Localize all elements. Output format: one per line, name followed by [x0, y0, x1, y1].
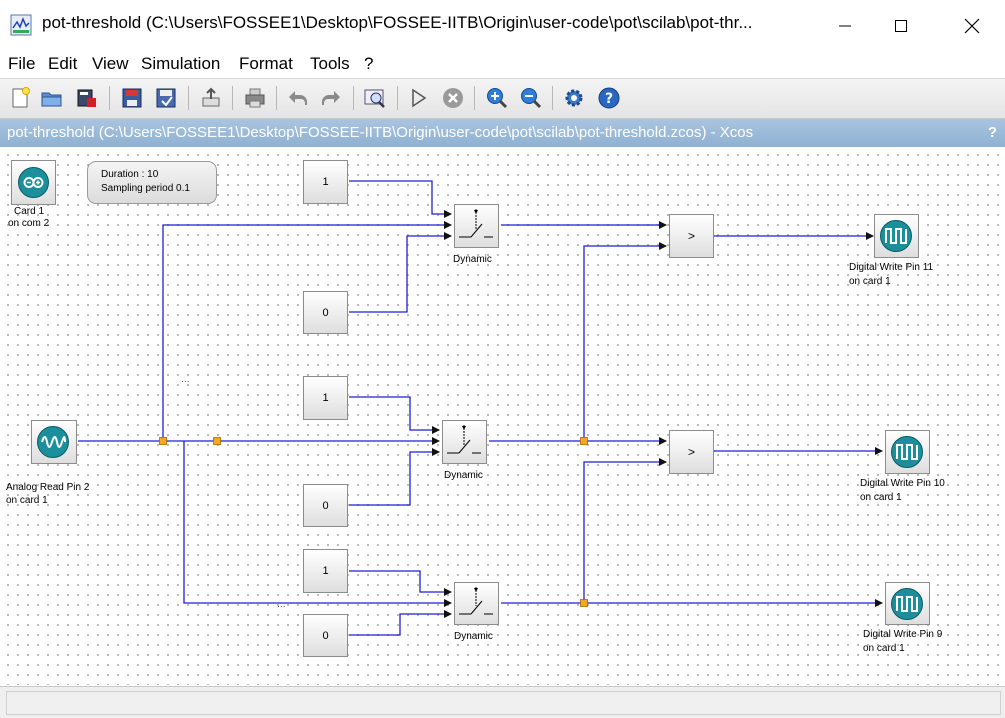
- zoom-out-icon: [521, 88, 542, 109]
- print-icon: [245, 88, 265, 108]
- zoom-in-icon: [487, 88, 508, 109]
- menu-file[interactable]: File: [8, 54, 36, 73]
- digital-pulse-icon: [891, 436, 923, 468]
- digital-write-block-pin10[interactable]: [885, 430, 930, 474]
- save-as-button[interactable]: [153, 85, 179, 111]
- sampling-period-text: Sampling period 0.1: [101, 183, 190, 194]
- constant-block[interactable]: 1: [303, 549, 348, 593]
- digital-pulse-icon: [880, 220, 912, 252]
- status-bar: [0, 686, 1005, 718]
- switch-label: Dynamic: [453, 254, 492, 265]
- setup-button[interactable]: [561, 85, 587, 111]
- minimize-icon: [839, 25, 851, 27]
- switch-label: Dynamic: [444, 470, 483, 481]
- duration-text: Duration : 10: [101, 169, 159, 180]
- constant-block[interactable]: 0: [303, 614, 348, 657]
- fit-diagram-icon: [364, 89, 385, 108]
- maximize-icon: [895, 20, 907, 32]
- switch-label: Dynamic: [454, 631, 493, 642]
- digital-write-block-pin11[interactable]: [874, 214, 919, 258]
- constant-block[interactable]: 0: [303, 291, 348, 334]
- save-as-icon: [156, 88, 176, 108]
- switch-icon: [459, 209, 493, 238]
- zoom-in-button[interactable]: [484, 85, 510, 111]
- undo-button[interactable]: [285, 85, 311, 111]
- digital-write-block-pin9[interactable]: [885, 582, 930, 625]
- close-button[interactable]: [949, 0, 995, 52]
- redo-button[interactable]: [318, 85, 344, 111]
- new-diagram-button[interactable]: [7, 85, 33, 111]
- arduino-block-label-2: on com 2: [8, 218, 50, 229]
- maximize-button[interactable]: [878, 0, 924, 52]
- dynamic-switch-block[interactable]: [454, 204, 499, 248]
- diagram-title-bar: pot-threshold (C:\Users\FOSSEE1\Desktop\…: [0, 119, 1005, 147]
- relational-op-block[interactable]: >: [669, 214, 714, 258]
- close-icon: [964, 18, 980, 34]
- arduino-icon: [18, 167, 49, 198]
- xcos-app-icon: [10, 14, 32, 36]
- export-button[interactable]: [198, 85, 224, 111]
- simulation-info-box[interactable]: Duration : 10 Sampling period 0.1: [87, 161, 217, 204]
- digital-pulse-icon: [891, 588, 923, 620]
- diagram-title: pot-threshold (C:\Users\FOSSEE1\Desktop\…: [7, 124, 754, 141]
- help-button[interactable]: ?: [596, 85, 622, 111]
- toolbar: ?: [0, 79, 1005, 119]
- constant-block[interactable]: 0: [303, 484, 348, 527]
- status-field: [6, 691, 1001, 715]
- undo-icon: [289, 91, 307, 105]
- start-button[interactable]: [405, 85, 431, 111]
- svg-text:?: ?: [605, 91, 613, 107]
- save-button[interactable]: [119, 85, 145, 111]
- zoom-out-button[interactable]: [518, 85, 544, 111]
- print-button[interactable]: [242, 85, 268, 111]
- menu-help[interactable]: ?: [364, 54, 374, 73]
- stop-button[interactable]: [440, 85, 466, 111]
- digital-write-10-label-2: on card 1: [860, 492, 902, 503]
- analog-read-label-2: on card 1: [6, 495, 48, 506]
- diagram-canvas[interactable]: [0, 147, 1005, 685]
- constant-block[interactable]: 1: [303, 376, 348, 420]
- export-icon: [202, 87, 220, 107]
- open-in-scilab-icon: [77, 89, 96, 107]
- arduino-setup-block[interactable]: [11, 160, 56, 205]
- menu-format[interactable]: Format: [239, 54, 293, 73]
- open-button[interactable]: [39, 85, 65, 111]
- save-icon: [122, 88, 142, 108]
- fit-diagram-button[interactable]: [362, 85, 388, 111]
- title-bar: pot-threshold (C:\Users\FOSSEE1\Desktop\…: [0, 0, 1005, 52]
- menu-bar: File Edit View Simulation Format Tools ?: [0, 52, 1005, 79]
- switch-icon: [459, 587, 493, 615]
- relational-op-block[interactable]: >: [669, 430, 714, 474]
- digital-write-11-label-2: on card 1: [849, 276, 891, 287]
- constant-block[interactable]: 1: [303, 160, 348, 204]
- digital-write-10-label-1: Digital Write Pin 10: [860, 478, 945, 489]
- dynamic-switch-block[interactable]: [442, 420, 487, 464]
- menu-simulation[interactable]: Simulation: [141, 54, 221, 73]
- switch-icon: [447, 425, 481, 454]
- start-icon: [412, 88, 427, 108]
- minimize-button[interactable]: [822, 0, 868, 52]
- new-diagram-icon: [12, 87, 30, 108]
- open-in-scilab-button[interactable]: [74, 85, 100, 111]
- analog-wave-icon: [37, 426, 69, 458]
- digital-write-11-label-1: Digital Write Pin 11: [849, 262, 934, 273]
- menu-tools[interactable]: Tools: [310, 54, 350, 73]
- menu-edit[interactable]: Edit: [48, 54, 78, 73]
- analog-read-block[interactable]: [31, 420, 77, 464]
- diagram-help-icon[interactable]: ?: [987, 124, 997, 141]
- open-icon: [41, 92, 62, 107]
- redo-icon: [322, 91, 340, 105]
- arduino-block-label-1: Card 1: [14, 206, 45, 217]
- digital-write-9-label-1: Digital Write Pin 9: [863, 629, 943, 640]
- window-title: pot-threshold (C:\Users\FOSSEE1\Desktop\…: [42, 13, 753, 32]
- stop-icon: [443, 88, 463, 108]
- menu-view[interactable]: View: [92, 54, 129, 73]
- analog-read-label-1: Analog Read Pin 2: [6, 482, 90, 493]
- setup-icon: [565, 89, 583, 107]
- dynamic-switch-block[interactable]: [454, 582, 499, 625]
- digital-write-9-label-2: on card 1: [863, 643, 905, 654]
- help-icon: ?: [598, 87, 620, 109]
